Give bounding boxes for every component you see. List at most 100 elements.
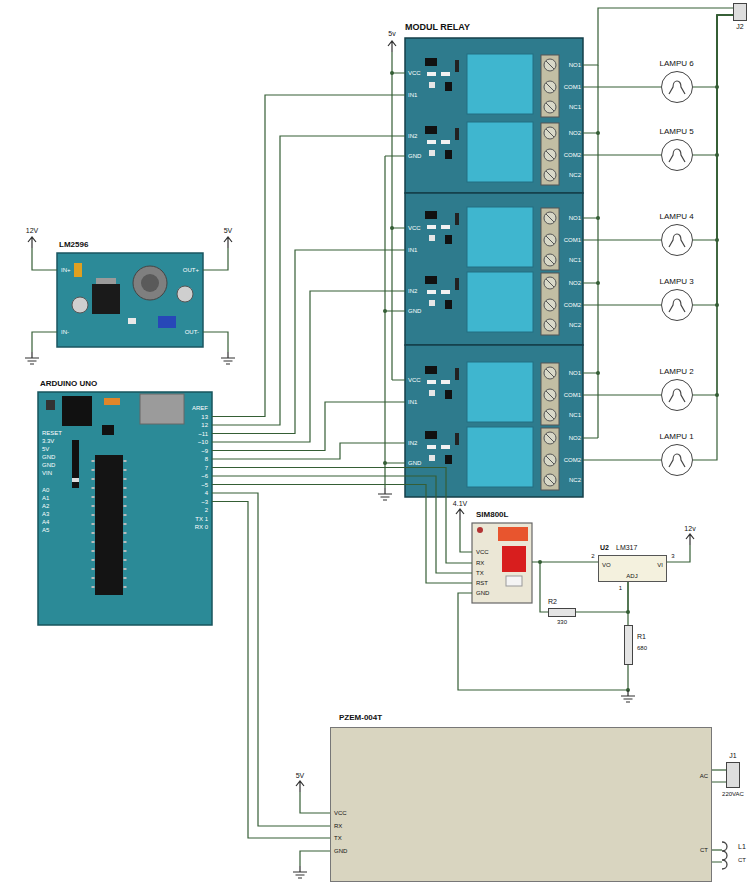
connector: J2 [733, 3, 747, 21]
wire [583, 154, 661, 155]
pin-label: 13 [201, 414, 208, 420]
buck-converter: LM2596 [57, 253, 203, 347]
pin-label: ADJ [626, 573, 637, 579]
relay-module: MODUL RELAY [405, 38, 583, 497]
junction-dot [596, 216, 600, 220]
power-symbol [388, 41, 396, 52]
junction-dot [596, 281, 600, 285]
power-label: 12V [26, 227, 38, 234]
pin-label: IN1 [408, 399, 417, 405]
pin-number: 3 [671, 553, 674, 559]
pin-label: COM2 [564, 152, 581, 158]
wire [212, 291, 405, 442]
relay-unit [425, 54, 559, 117]
pin-label: 5V [42, 446, 49, 452]
pin-label: COM2 [564, 302, 581, 308]
pin-label: A5 [42, 527, 49, 533]
pin-label: 2 [205, 507, 208, 513]
wire [693, 15, 733, 155]
power-symbol [28, 237, 36, 248]
pin-label: 4 [205, 490, 208, 496]
pin-label: 7 [205, 465, 208, 471]
pin-label: ~10 [198, 439, 208, 445]
component-label: LAMPU 2 [659, 368, 693, 376]
pin-label: GND [42, 454, 55, 460]
component-label: PZEM-004T [339, 714, 382, 722]
component-label: J2 [736, 23, 743, 30]
pin-label: TX 1 [195, 516, 208, 522]
pin-label: RX [334, 823, 342, 829]
junction-dot [596, 131, 600, 135]
wire [693, 15, 733, 240]
pin-label: GND [42, 462, 55, 468]
pin-label: A4 [42, 519, 49, 525]
inductor: L1CT [722, 840, 734, 874]
pin-label: GND [408, 308, 421, 314]
component-label: U2 [600, 544, 609, 551]
antenna-part [498, 527, 528, 541]
junction-dot [390, 226, 394, 230]
pin-label: NC2 [569, 172, 581, 178]
power-meter-module: PZEM-004T [330, 727, 712, 882]
wire [212, 502, 330, 839]
power-symbol [224, 237, 232, 248]
junction-dots [383, 71, 719, 692]
pin-label: NC1 [569, 412, 581, 418]
power-label: 5v [388, 30, 395, 37]
power-label: 4.1V [453, 500, 467, 507]
power-label: 5V [224, 227, 233, 234]
microcontroller-board: ARDUINO UNO [38, 392, 212, 625]
pin-label: VO [602, 562, 611, 568]
component-label: LAMPU 6 [659, 60, 693, 68]
wire [212, 250, 405, 434]
relay-board [405, 345, 583, 497]
junction-dot [383, 461, 387, 465]
wire [693, 15, 733, 460]
junction-dot [390, 71, 394, 75]
pin-label: COM1 [564, 392, 581, 398]
status-led [477, 527, 483, 533]
wire [212, 493, 330, 826]
pin-label: NO2 [569, 280, 581, 286]
gsm-chip [502, 546, 526, 572]
pin-label: NO1 [569, 215, 581, 221]
relay-unit [425, 207, 559, 270]
component-label: R1 [637, 633, 646, 640]
sim-slot [506, 576, 522, 586]
wire [693, 15, 733, 395]
resistor: R1680 [624, 625, 633, 665]
pin-label: A3 [42, 511, 49, 517]
gsm-board [472, 523, 532, 603]
capacitor [74, 263, 82, 277]
power-symbol [296, 781, 304, 792]
relay-unit [425, 427, 559, 490]
pin-label: IN2 [408, 288, 417, 294]
pin-label: IN+ [61, 267, 71, 273]
ground-symbol [293, 866, 307, 878]
wire [532, 561, 598, 562]
inductor [133, 266, 167, 300]
arduino-board [38, 392, 212, 625]
capacitor [72, 297, 88, 313]
pin-label: ~5 [201, 482, 208, 488]
pin-label: A1 [42, 495, 49, 501]
buck-board [57, 253, 203, 347]
wire [212, 136, 405, 425]
inductor-core [141, 274, 159, 292]
inductor-coil [722, 842, 727, 869]
component-value: 680 [637, 645, 647, 651]
diode-band [72, 478, 79, 482]
smd-part [104, 398, 120, 405]
pin-label: OUT+ [183, 267, 199, 273]
wire [583, 394, 661, 395]
wire [212, 468, 472, 564]
lamp: LAMPU 1 [661, 444, 693, 476]
junction-dot [383, 309, 387, 313]
pin-label: ~9 [201, 448, 208, 454]
pin-label: RX 0 [195, 524, 208, 530]
relay-unit [425, 362, 559, 425]
ground-symbol [378, 488, 392, 500]
ground-symbol [221, 352, 235, 364]
pin-label: ~6 [201, 473, 208, 479]
